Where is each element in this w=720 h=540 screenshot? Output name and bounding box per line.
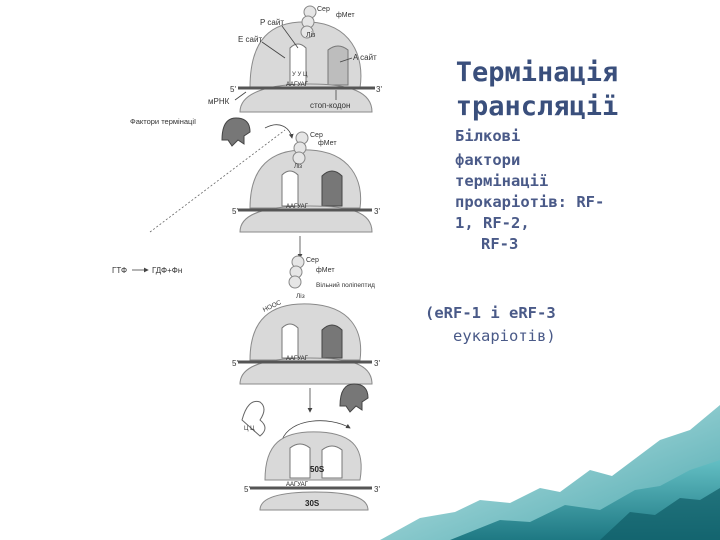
title-line-1: Термінація xyxy=(437,56,637,90)
ser-label-3: Сер xyxy=(306,257,319,264)
five-prime-label-2: 5' xyxy=(232,207,238,216)
50s-label: 50S xyxy=(310,465,325,474)
body-text-block: Білкові фактори термінації прокаріотів: … xyxy=(455,126,604,255)
body-line-2: фактори xyxy=(455,150,604,171)
body-line-1: Білкові xyxy=(455,126,604,147)
lys-label-1: Ліз xyxy=(306,31,315,39)
ser-label-1: Сер xyxy=(317,6,330,13)
three-prime-label-4: 3' xyxy=(374,485,380,494)
stop-codon-label: стоп-кодон xyxy=(310,101,350,110)
release-factor-bound-icon xyxy=(322,171,342,206)
lys-label-2: Ліз xyxy=(294,164,302,170)
gtp-label: ГТФ xyxy=(112,266,127,275)
body-line-6: RF-3 xyxy=(455,234,604,255)
fmet-label-3: фМет xyxy=(316,267,335,274)
codon-label-1: ААГУАГ xyxy=(286,82,309,88)
trna-loop-label: Ц Ц xyxy=(244,426,255,432)
codon-label-4: ААГУАГ xyxy=(286,482,309,488)
free-polypeptide-label: Вільний поліпептид xyxy=(316,281,375,289)
lys-label-3: Ліз xyxy=(296,292,305,300)
title-line-2: трансляції xyxy=(437,90,637,124)
five-prime-label-3: 5' xyxy=(232,359,238,368)
codon-label-2: ААГУАГ xyxy=(286,204,309,210)
gdp-label: ГДФ+Фн xyxy=(152,266,182,275)
e-site-label: E сайт xyxy=(238,35,262,44)
body-line-8: еукаріотів) xyxy=(453,326,556,347)
body-line-4: прокаріотів: RF- xyxy=(455,192,604,213)
fmet-label-2: фМет xyxy=(318,140,337,147)
30s-label: 30S xyxy=(305,499,320,508)
five-prime-label-1: 5' xyxy=(230,85,236,94)
body-line-3: термінації xyxy=(455,171,604,192)
p-site-label: P сайт xyxy=(260,18,284,27)
ser-label-2: Сер xyxy=(310,132,323,139)
termination-diagram: Сер фМет P сайт E сайт Ліз A сайт У У Ц … xyxy=(110,0,400,518)
release-factor-bound-icon xyxy=(322,325,342,358)
body-line-7: (eRF-1 і eRF-3 xyxy=(425,303,556,324)
three-prime-label-1: 3' xyxy=(376,85,382,94)
fmet-label-1: фМет xyxy=(336,12,355,19)
three-prime-label-3: 3' xyxy=(374,359,380,368)
codon-label-3: ААГУАГ xyxy=(286,356,309,362)
mrna-label: мРНК xyxy=(208,97,230,106)
slide-title: Термінація трансляції xyxy=(437,56,637,124)
five-prime-label-4: 5' xyxy=(244,485,250,494)
anticodon-label-1: У У Ц xyxy=(292,72,308,78)
release-factors-label: Фактори термінації xyxy=(130,117,197,126)
a-site-label: A сайт xyxy=(353,53,377,62)
body-line-5: 1, RF-2, xyxy=(455,213,604,234)
three-prime-label-2: 3' xyxy=(374,207,380,216)
